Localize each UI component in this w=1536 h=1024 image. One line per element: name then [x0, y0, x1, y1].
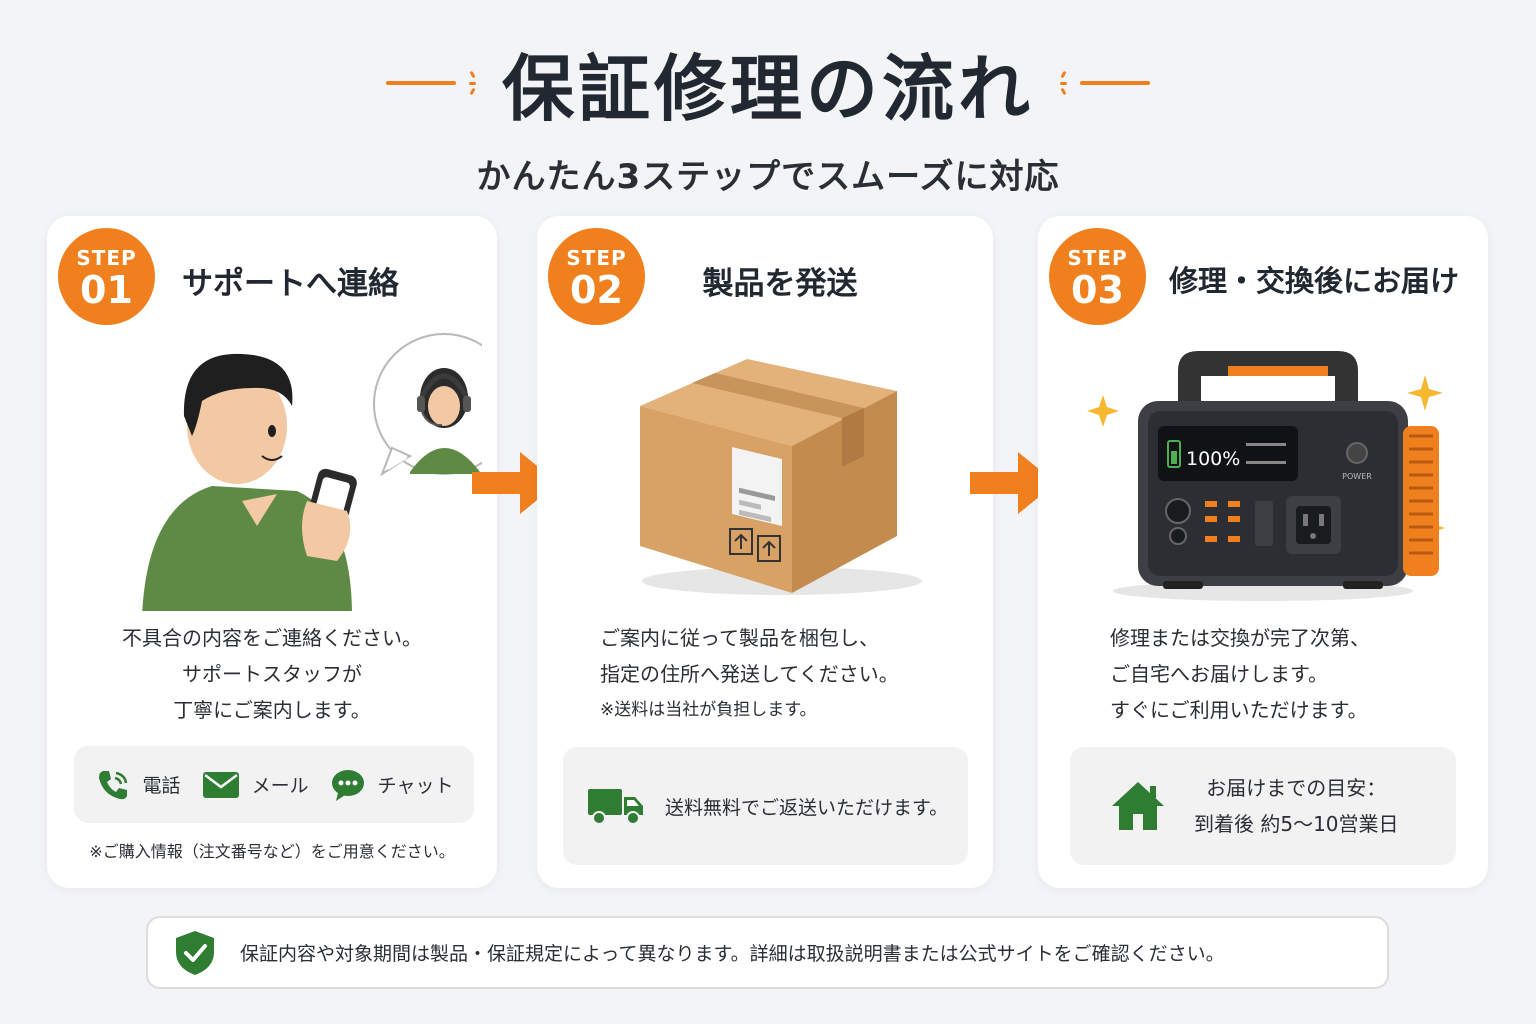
- cardboard-box-illustration: [640, 359, 922, 595]
- power-label: POWER: [1342, 472, 1372, 481]
- chat-icon: [331, 769, 364, 801]
- contact-label: チャット: [377, 775, 454, 797]
- contact-label: 電話: [142, 775, 181, 797]
- delivery-estimate-label: お届けまでの目安：: [1206, 776, 1387, 800]
- step-badge-1: STEP 01: [58, 228, 155, 325]
- purchase-info-footnote: ※ご購入情報（注文番号など）をご用意ください。: [89, 842, 455, 861]
- arrow-right-icon: [472, 452, 558, 514]
- page-title: 保証修理の流れ: [501, 47, 1034, 131]
- truck-icon: [588, 789, 643, 825]
- step-badge-2: STEP 02: [548, 228, 645, 325]
- step-card-2: STEP 02 製品を発送 ご案内に従って製品を梱包し、 指定の住所へ発送してく…: [537, 216, 993, 888]
- description-line: 不具合の内容をご連絡ください。: [122, 626, 422, 650]
- step-description: 修理または交換が完了次第、 ご自宅へお届けします。 すぐにご利用いただけます。: [1110, 620, 1480, 728]
- description-line: 指定の住所へ発送してください。: [600, 662, 899, 686]
- step-title: 製品を発送: [702, 266, 858, 302]
- description-line: すぐにご利用いただけます。: [1110, 698, 1368, 722]
- arrow-right-icon: [970, 452, 1056, 514]
- step-number: 01: [80, 268, 133, 312]
- step-description: 不具合の内容をご連絡ください。 サポートスタッフが 丁寧にご案内します。: [47, 620, 497, 728]
- free-return-text: 送料無料でご返送いただけます。: [665, 796, 949, 819]
- description-line: 丁寧にご案内します。: [173, 698, 371, 722]
- step-card-3: STEP 03 修理・交換後にお届け 100% POWER: [1038, 216, 1488, 888]
- contact-label: メール: [251, 775, 309, 797]
- step-title: サポートへ連絡: [182, 266, 399, 302]
- title-decoration-left: [385, 70, 480, 95]
- shield-check-icon: [176, 930, 214, 975]
- step-card-1: STEP 01 サポートへ連絡 不具合の内容をご連絡ください。 サポートスタッフ…: [47, 216, 497, 888]
- step-label: STEP: [566, 246, 627, 270]
- contact-methods-panel: 電話 メール チャット: [74, 746, 474, 823]
- warranty-notice-text: 保証内容や対象期間は製品・保証規定によって異なります。詳細は取扱説明書または公式…: [240, 943, 1225, 965]
- shipping-cost-note: ※送料は当社が負担します。: [600, 700, 817, 720]
- title-decoration-right: [1056, 70, 1150, 95]
- step-title: 修理・交換後にお届け: [1169, 264, 1460, 298]
- portable-power-station-illustration: 100% POWER: [1087, 351, 1445, 601]
- contact-mail[interactable]: メール: [202, 770, 309, 800]
- mail-icon: [202, 771, 239, 798]
- customer-calling-illustration: [142, 333, 482, 611]
- description-line: 修理または交換が完了次第、: [1110, 626, 1370, 650]
- free-return-panel: 送料無料でご返送いただけます。: [563, 747, 968, 865]
- delivery-estimate-text: お届けまでの目安： 到着後 約5〜10営業日: [1194, 770, 1399, 842]
- description-line: ご案内に従って製品を梱包し、: [600, 626, 879, 650]
- contact-phone[interactable]: 電話: [95, 767, 181, 803]
- step-description: ご案内に従って製品を梱包し、 指定の住所へ発送してください。 ※送料は当社が負担…: [600, 620, 980, 728]
- warranty-notice-bar: 保証内容や対象期間は製品・保証規定によって異なります。詳細は取扱説明書または公式…: [146, 916, 1389, 989]
- step-label: STEP: [76, 246, 137, 270]
- delivery-estimate-panel: お届けまでの目安： 到着後 約5〜10営業日: [1070, 747, 1456, 865]
- step-label: STEP: [1067, 246, 1128, 270]
- title-row: 保証修理の流れ: [0, 30, 1536, 135]
- description-line: サポートスタッフが: [182, 662, 362, 686]
- phone-icon: [98, 770, 127, 799]
- step-number: 02: [570, 268, 623, 312]
- house-icon: [1112, 782, 1164, 830]
- page-header: 保証修理の流れ かんたん3ステップでスムーズに対応: [0, 30, 1536, 198]
- delivery-estimate-value: 到着後 約5〜10営業日: [1194, 812, 1399, 836]
- step-badge-3: STEP 03: [1049, 228, 1146, 325]
- contact-chat[interactable]: チャット: [330, 767, 454, 803]
- description-line: ご自宅へお届けします。: [1110, 662, 1328, 686]
- battery-readout: 100%: [1186, 448, 1240, 470]
- step-number: 03: [1071, 268, 1124, 312]
- page-subtitle: かんたん3ステップでスムーズに対応: [476, 157, 1060, 197]
